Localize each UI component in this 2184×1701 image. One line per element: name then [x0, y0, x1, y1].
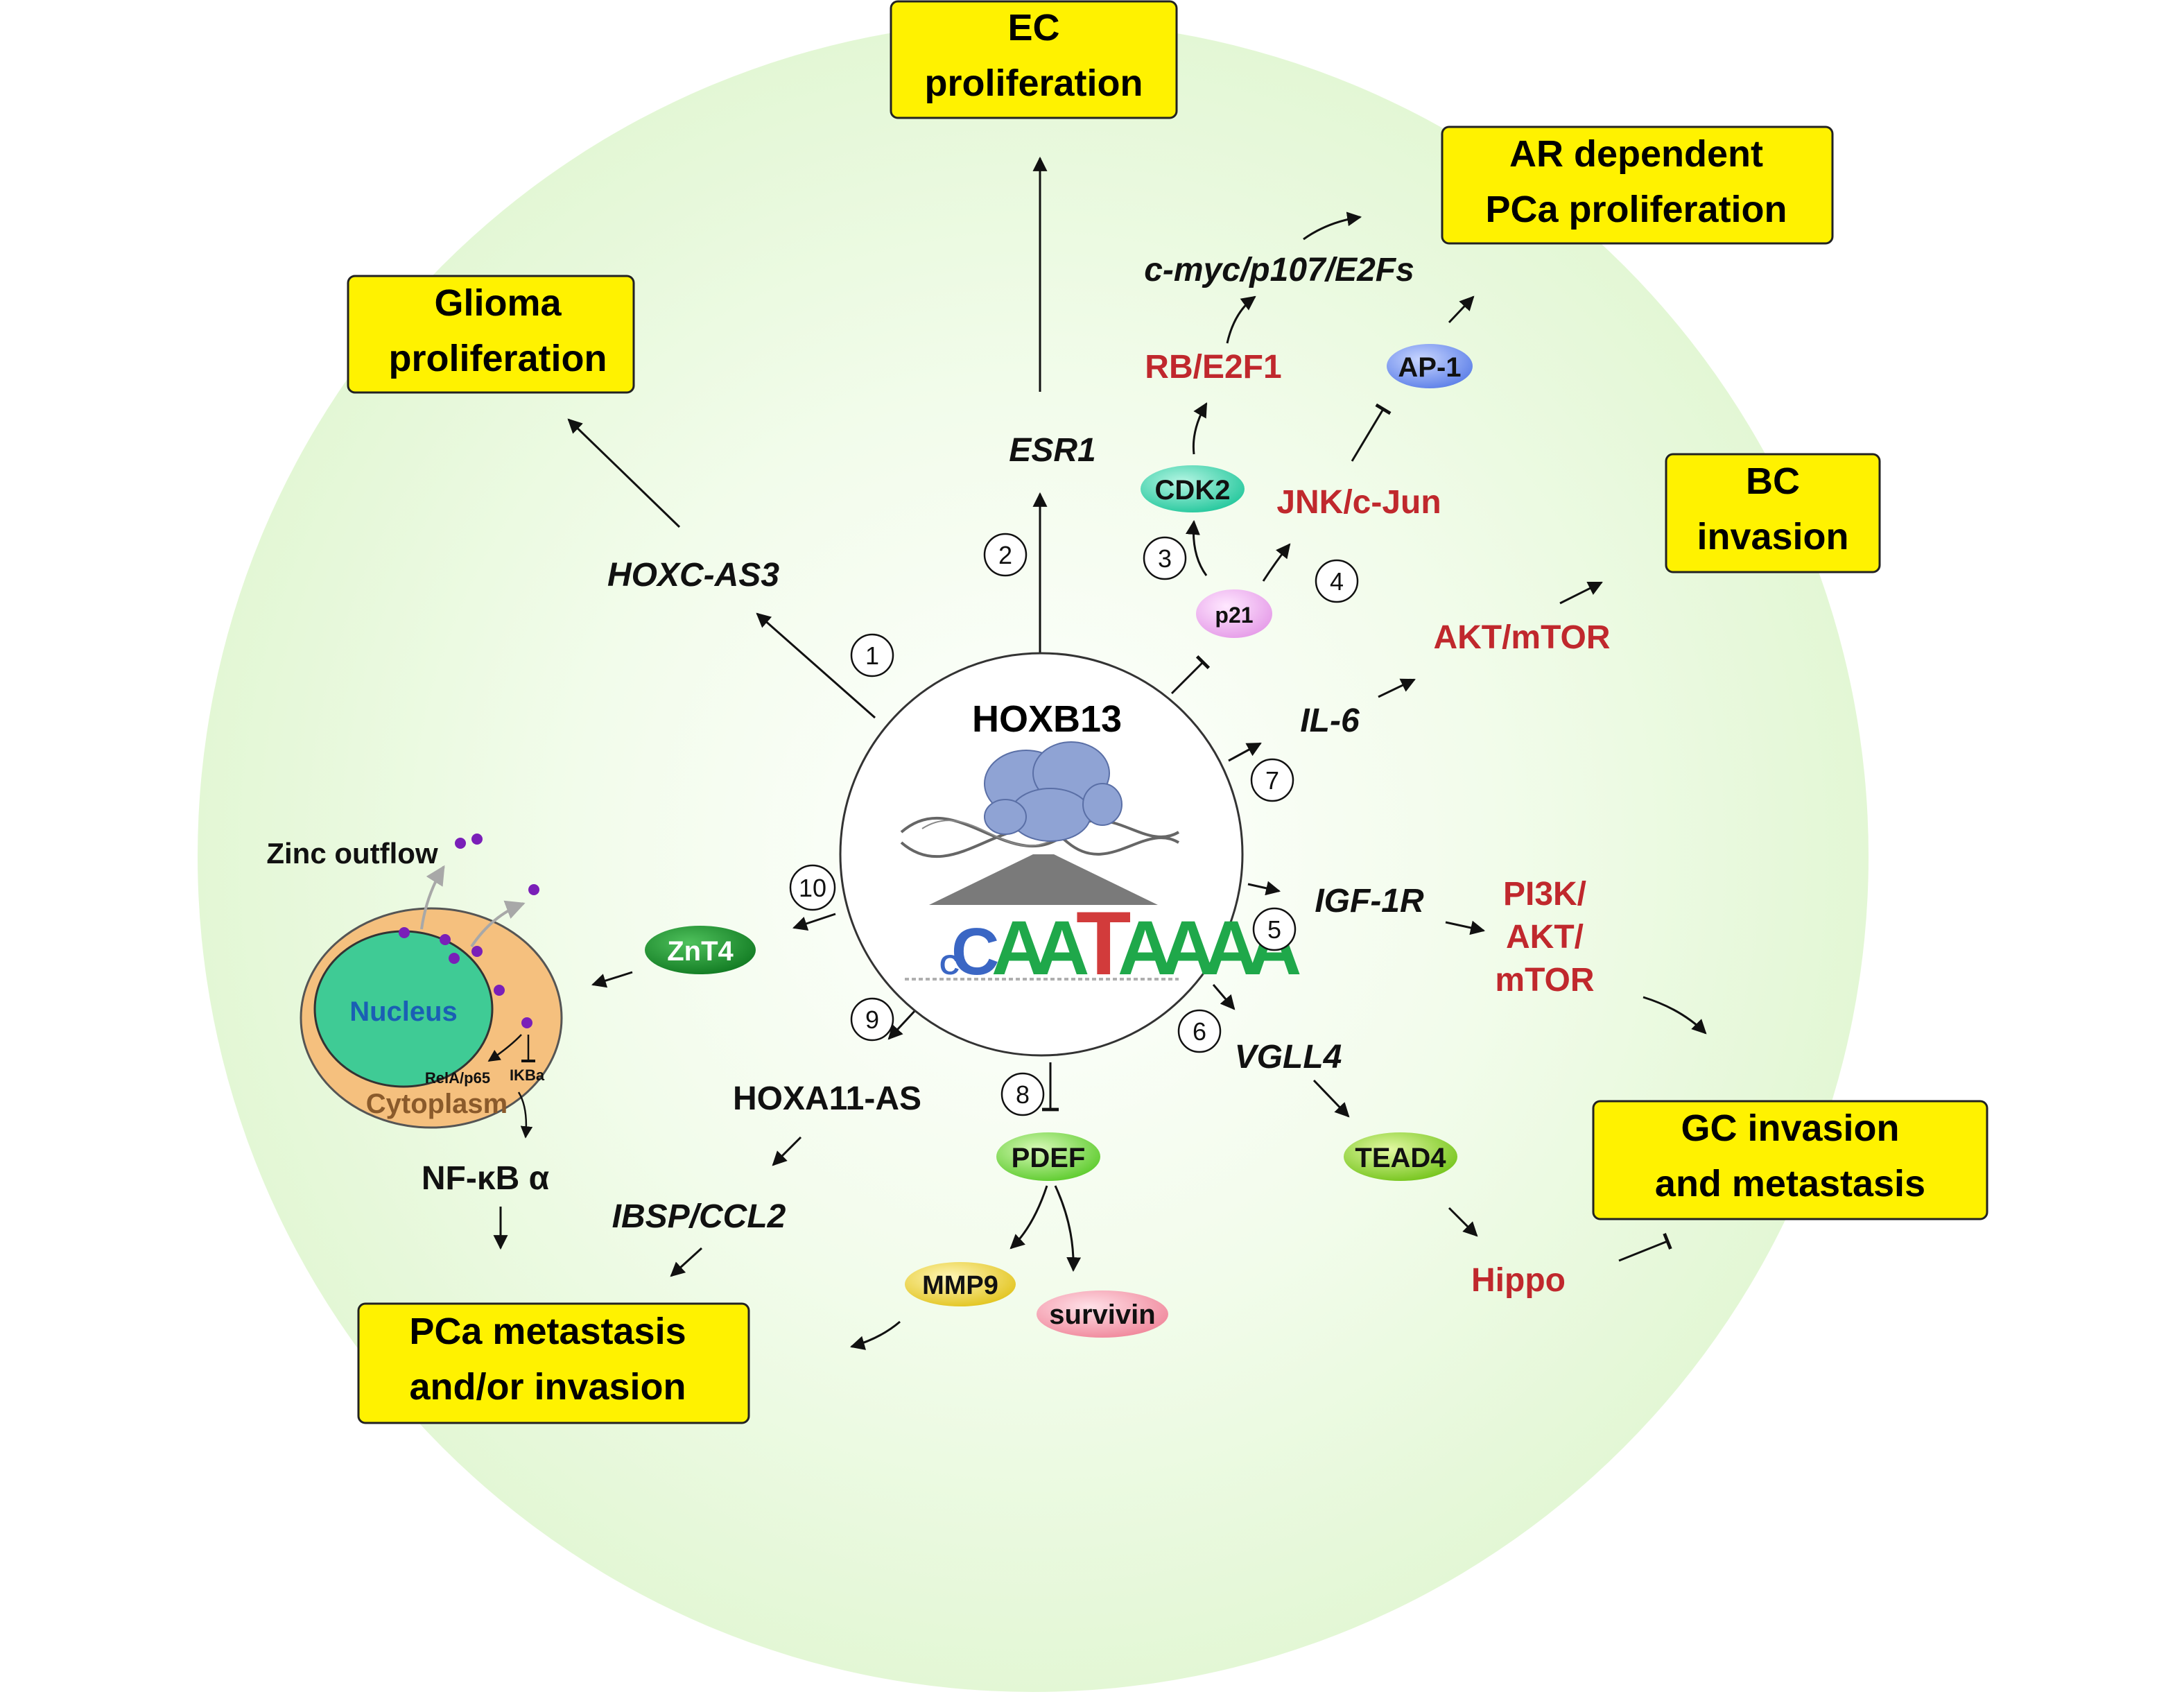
zinc-outflow-label: Zinc outflow	[266, 837, 438, 870]
svg-text:9: 9	[865, 1005, 879, 1034]
svg-text:CDK2: CDK2	[1155, 475, 1231, 506]
binding-cone	[929, 854, 1158, 905]
svg-text:7: 7	[1265, 766, 1279, 795]
gene-nfkb: NF-κB α	[422, 1160, 550, 1197]
protein-pdef: PDEF	[996, 1132, 1100, 1181]
svg-text:5: 5	[1267, 915, 1281, 944]
outcome-box-bc: BC invasion	[1665, 453, 1881, 573]
protein-p21: p21	[1196, 589, 1272, 638]
outcome-box-ar: AR dependent PCa proliferation	[1441, 126, 1834, 245]
outcome-box-glioma: Glioma proliferation	[347, 275, 635, 394]
svg-text:AP-1: AP-1	[1398, 352, 1461, 383]
gene-il6: IL-6	[1300, 702, 1360, 739]
pathway-number-10: 10	[789, 864, 836, 911]
ar-line1: AR dependent	[1509, 133, 1763, 175]
gene-hoxa11-as: HOXA11-AS	[733, 1080, 921, 1117]
nucleus-label: Nucleus	[349, 996, 458, 1027]
label-mtor: mTOR	[1495, 962, 1594, 999]
gene-labels: HOXC-AS3 ESR1 c-myc/p107/E2Fs IL-6 IGF-1…	[266, 252, 1424, 1235]
pathway-number-7: 7	[1250, 758, 1294, 802]
gc-line2: and metastasis	[1655, 1163, 1925, 1204]
svg-text:3: 3	[1158, 544, 1172, 573]
bc-line1: BC	[1746, 460, 1800, 502]
gene-ibsp-ccl2: IBSP/CCL2	[612, 1198, 786, 1235]
cytoplasm-label: Cytoplasm	[366, 1089, 508, 1119]
protein-cdk2: CDK2	[1141, 465, 1245, 512]
red-pathway-labels: RB/E2F1 JNK/c-Jun AKT/mTOR PI3K/ AKT/ mT…	[1145, 349, 1610, 1299]
ec-line2: proliferation	[924, 62, 1143, 104]
gene-esr1: ESR1	[1009, 432, 1095, 469]
pathway-number-3: 3	[1143, 536, 1187, 580]
svg-text:4: 4	[1330, 567, 1344, 596]
motif-letter-a2: A	[1034, 906, 1089, 991]
glioma-line1: Glioma	[434, 282, 562, 324]
protein-icon	[984, 741, 1123, 842]
center-title: HOXB13	[972, 698, 1122, 740]
motif-letter-a4: A	[1161, 906, 1215, 991]
svg-text:8: 8	[1016, 1080, 1030, 1109]
rela-label: RelA/p65	[425, 1069, 490, 1087]
gene-igf1r: IGF-1R	[1315, 883, 1424, 919]
pathway-number-2: 2	[983, 533, 1028, 577]
pathway-number-4: 4	[1315, 559, 1359, 603]
protein-ovals: AP-1 CDK2 p21 ZnT4 PDEF TEAD4 MMP9 surv	[645, 344, 1473, 1338]
protein-mmp9: MMP9	[905, 1262, 1016, 1306]
svg-text:1: 1	[865, 641, 879, 670]
ec-line1: EC	[1007, 7, 1059, 49]
ikba-label: IKBa	[510, 1067, 545, 1084]
pathway-numbers: 1 2 3 4 5 6 7 8 9 10	[789, 533, 1359, 1116]
gene-cmyc: c-myc/p107/E2Fs	[1144, 252, 1414, 288]
ar-line2: PCa proliferation	[1485, 189, 1787, 230]
zinc-dots	[399, 834, 539, 1028]
motif-letter-a1: A	[991, 906, 1046, 991]
pathway-number-6: 6	[1177, 1009, 1222, 1053]
protein-ap1: AP-1	[1387, 344, 1473, 388]
svg-text:p21: p21	[1215, 603, 1253, 628]
svg-text:10: 10	[799, 874, 826, 902]
outcome-box-ec: EC proliferation	[890, 0, 1178, 119]
motif-letter-a5: A	[1204, 906, 1258, 991]
hoxb13-center: HOXB13 C C A A T A A A A	[839, 652, 1301, 1057]
svg-text:survivin: survivin	[1049, 1300, 1155, 1330]
svg-text:ZnT4: ZnT4	[667, 936, 734, 967]
outcome-box-pca: PCa metastasis and/or invasion	[357, 1302, 750, 1424]
label-rb-e2f1: RB/E2F1	[1145, 349, 1281, 386]
protein-znt4: ZnT4	[645, 926, 756, 974]
svg-text:TEAD4: TEAD4	[1355, 1143, 1446, 1173]
gc-line1: GC invasion	[1681, 1107, 1899, 1149]
motif-letter-a3: A	[1118, 906, 1172, 991]
svg-text:MMP9: MMP9	[922, 1271, 998, 1300]
label-jnk-cjun: JNK/c-Jun	[1276, 484, 1441, 521]
motif-letter-c-small: C	[939, 950, 960, 981]
arrows	[493, 156, 1707, 1350]
label-akt: AKT/	[1506, 919, 1584, 956]
motif-letter-c: C	[951, 915, 999, 989]
label-akt-mtor: AKT/mTOR	[1433, 619, 1610, 656]
pca-line2: and/or invasion	[409, 1366, 686, 1408]
pathway-number-1: 1	[850, 633, 894, 677]
pathway-number-9: 9	[850, 997, 894, 1042]
pathway-number-8: 8	[1000, 1072, 1045, 1116]
label-hippo: Hippo	[1471, 1262, 1566, 1299]
svg-text:6: 6	[1193, 1017, 1206, 1046]
glioma-line2: proliferation	[388, 338, 607, 379]
svg-text:PDEF: PDEF	[1012, 1143, 1086, 1173]
outcome-box-gc: GC invasion and metastasis	[1592, 1100, 1988, 1220]
svg-text:2: 2	[998, 541, 1012, 569]
gene-vgll4: VGLL4	[1235, 1039, 1342, 1076]
gene-hoxc-as3: HOXC-AS3	[607, 557, 779, 594]
protein-survivin: survivin	[1037, 1290, 1168, 1338]
label-pi3k: PI3K/	[1503, 876, 1586, 913]
bc-line2: invasion	[1697, 516, 1848, 558]
pca-line1: PCa metastasis	[409, 1311, 686, 1352]
pathway-number-5: 5	[1252, 907, 1297, 951]
motif-letter-t: T	[1076, 892, 1131, 994]
protein-tead4: TEAD4	[1344, 1132, 1457, 1181]
cell-illustration: Nucleus Cytoplasm RelA/p65 IKBa	[300, 834, 563, 1139]
